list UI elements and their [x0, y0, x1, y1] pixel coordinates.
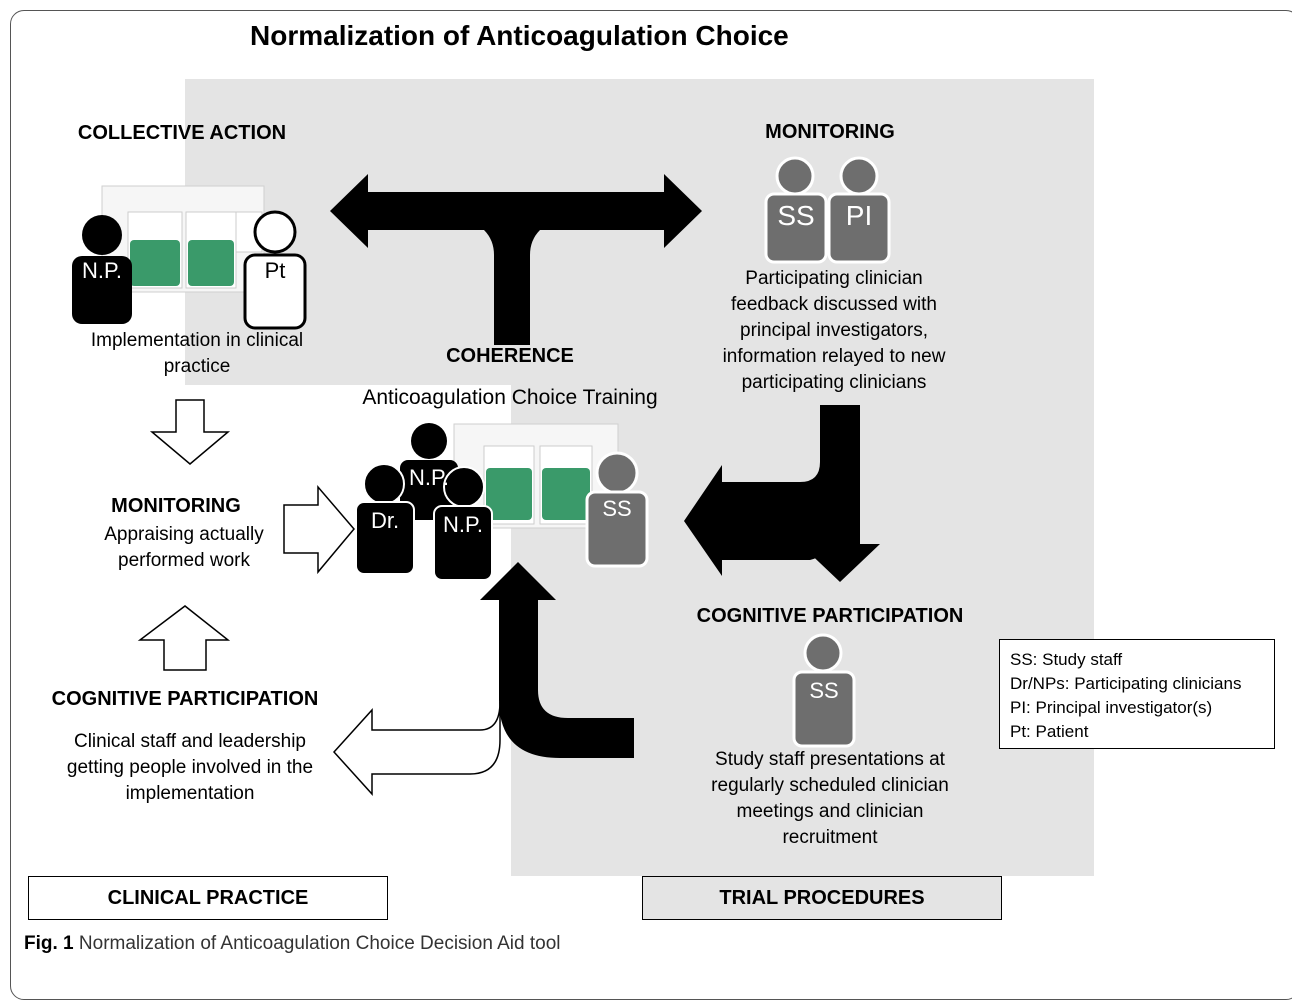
coherence-heading: COHERENCE — [446, 345, 574, 367]
monitoring-to-training-arrow — [684, 405, 860, 576]
collective-action-text: Implementation in clinical practice — [90, 330, 304, 377]
legend-item: Pt: Patient — [1010, 722, 1089, 741]
ss-label-monitoring: SS — [777, 200, 815, 231]
monitoring-heading-trial: MONITORING — [765, 121, 895, 143]
left-arrow-outline — [332, 701, 501, 796]
ss-person-monitoring — [764, 156, 828, 264]
coherence-top-arrow — [330, 174, 702, 345]
trial-region-top — [185, 79, 1094, 385]
ss-label-center: SS — [602, 496, 632, 521]
ss-person-center — [585, 451, 649, 568]
trial-procedures-box: TRIAL PROCEDURES — [642, 876, 1002, 920]
monitoring-to-cognitive-arrow — [800, 480, 880, 582]
pi-label-monitoring: PI — [845, 200, 873, 231]
dr-label-center: Dr. — [370, 508, 400, 533]
pi-person-monitoring — [827, 156, 891, 264]
cognitive-participation-text-clinical: Clinical staff and leadership getting pe… — [66, 731, 314, 804]
monitoring-text-clinical: Appraising actually performed work — [104, 524, 264, 571]
monitoring-text-trial: Participating clinician feedback discuss… — [722, 268, 946, 393]
cognitive-to-training-arrow — [480, 562, 634, 758]
pt-label: Pt — [264, 258, 286, 283]
diagram-graphics — [72, 156, 891, 796]
np-label-center-back: N.P. — [409, 465, 449, 490]
np-person-clinical — [72, 215, 132, 324]
caption-text: Normalization of Anticoagulation Choice … — [73, 933, 561, 954]
ss-label-cognitive: SS — [809, 678, 839, 703]
legend-item: SS: Study staff — [1010, 650, 1123, 669]
np-person-center-front — [433, 466, 493, 581]
pt-person — [243, 210, 307, 330]
caption-label: Fig. 1 — [24, 933, 74, 954]
legend-item: Dr/NPs: Participating clinicians — [1010, 674, 1242, 693]
coherence-text: Anticoagulation Choice Training — [362, 386, 658, 409]
clinical-practice-box: CLINICAL PRACTICE — [28, 876, 388, 920]
ss-person-cognitive — [792, 633, 856, 748]
cognitive-participation-text-trial: Study staff presentations at regularly s… — [711, 749, 949, 848]
dr-person-center — [355, 463, 415, 575]
cognitive-participation-heading-trial: COGNITIVE PARTICIPATION — [696, 605, 964, 627]
up-arrow-outline — [137, 605, 231, 671]
collective-action-heading: COLLECTIVE ACTION — [77, 122, 287, 144]
np-label-center-front: N.P. — [443, 512, 483, 537]
down-arrow-outline — [149, 399, 231, 465]
legend-box: SS: Study staff Dr/NPs: Participating cl… — [999, 639, 1275, 749]
figure-caption: Fig. 1 Normalization of Anticoagulation … — [24, 933, 561, 955]
np-label-clinical: N.P. — [82, 258, 122, 283]
right-arrow-outline — [283, 484, 355, 575]
diagram-title: Normalization of Anticoagulation Choice — [250, 20, 789, 51]
legend-item: PI: Principal investigator(s) — [1010, 698, 1213, 717]
cognitive-participation-heading-clinical: COGNITIVE PARTICIPATION — [51, 688, 319, 710]
monitoring-heading-clinical: MONITORING — [111, 495, 241, 517]
